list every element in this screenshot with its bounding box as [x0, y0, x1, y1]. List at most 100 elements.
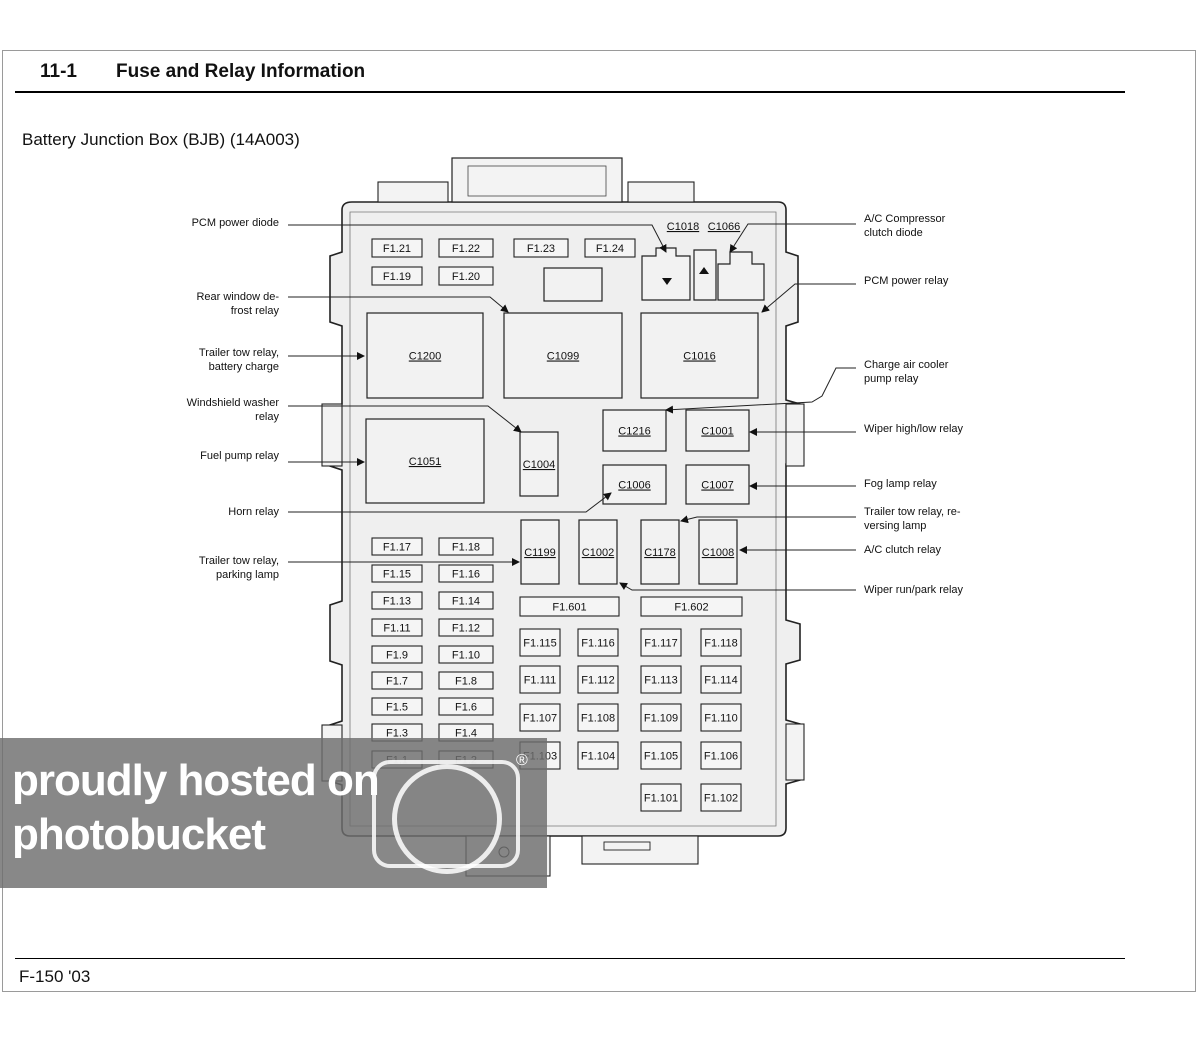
callout-label-left: battery charge	[209, 361, 279, 373]
footer-text: F-150 '03	[19, 967, 91, 986]
callout-label-left: PCM power diode	[192, 217, 279, 229]
bottom-mount-slot	[603, 841, 651, 851]
top-tab	[451, 157, 623, 203]
fuse-box	[438, 671, 494, 690]
callout-leader-right	[729, 223, 856, 253]
fuse-label: F1.11	[383, 623, 410, 635]
connector-label-c1002: C1002	[582, 547, 614, 559]
relay-c1216	[602, 409, 667, 452]
fuse-box	[519, 628, 561, 657]
fuse-label: F1.22	[452, 243, 480, 255]
fuse-box	[371, 645, 423, 664]
fuse-label: F1.12	[452, 623, 480, 635]
fuse-label: F1.602	[674, 602, 708, 614]
relay-c1099	[503, 312, 623, 399]
connector-label-c1200: C1200	[409, 351, 441, 363]
fuse-box	[577, 665, 619, 694]
fuse-box	[438, 697, 494, 716]
callout-label-right: A/C Compressor	[864, 213, 946, 225]
fuse-label: F1.101	[644, 793, 678, 805]
connector-label-c1199: C1199	[524, 547, 556, 559]
fuse-label: F1.10	[452, 650, 480, 662]
page-frame	[2, 50, 1196, 992]
fuse-label: F1.15	[383, 569, 411, 581]
relay-block-right	[717, 251, 765, 301]
relay-c1002	[578, 519, 618, 585]
fuse-label: F1.105	[644, 751, 678, 763]
fuse-label: F1.107	[523, 713, 557, 725]
fuse-label: F1.117	[644, 638, 677, 650]
watermark-line-2: photobucket	[12, 810, 266, 859]
callout-leader-left	[288, 296, 509, 313]
callout-label-left: Trailer tow relay,	[199, 555, 279, 567]
fuse-box	[577, 741, 619, 770]
section-number: 11-1	[40, 61, 77, 82]
callout-label-left: frost relay	[231, 305, 280, 317]
fuse-box	[519, 596, 620, 617]
relay-c1006	[602, 464, 667, 505]
callout-leader-right	[619, 582, 856, 591]
relay-c1178	[640, 519, 680, 585]
fuse-label: F1.113	[644, 675, 677, 687]
fuse-box	[577, 703, 619, 732]
fuse-box	[371, 671, 423, 690]
connector-label-c1216: C1216	[618, 426, 650, 438]
fuse-box	[640, 665, 682, 694]
callout-leader-left	[288, 224, 667, 253]
fuse-label: F1.7	[386, 676, 408, 688]
connector-label-c1001: C1001	[701, 426, 733, 438]
connector-label-c1007: C1007	[701, 480, 733, 492]
relay-c1016	[640, 312, 759, 399]
diode-symbol-2	[699, 267, 709, 274]
fuse-label: F1.4	[455, 728, 477, 740]
callout-label-left: Fuel pump relay	[200, 450, 279, 462]
fuse-box	[700, 628, 742, 657]
fuse-box	[371, 564, 423, 583]
callout-leader-right	[761, 283, 856, 313]
fuse-label: F1.111	[524, 675, 557, 687]
relay-c1051	[365, 418, 485, 504]
top-latch-right	[627, 181, 695, 203]
fuse-box	[640, 628, 682, 657]
fuse-label: F1.114	[704, 675, 737, 687]
fuse-label: F1.104	[581, 751, 615, 763]
callout-label-right: Wiper high/low relay	[864, 423, 964, 435]
fuse-label: F1.102	[704, 793, 738, 805]
relay-c1001	[685, 409, 750, 452]
fuse-box	[519, 703, 561, 732]
connector-label-c1018: C1018	[667, 221, 699, 233]
fuse-box	[640, 741, 682, 770]
fuse-box	[438, 537, 494, 556]
fuse-label: F1.16	[452, 569, 480, 581]
relay-c1200	[366, 312, 484, 399]
callout-label-left: Trailer tow relay,	[199, 347, 279, 359]
callout-label-left: parking lamp	[216, 569, 279, 581]
fuse-label: F1.116	[581, 638, 614, 650]
connector-label-c1016: C1016	[683, 351, 715, 363]
fuse-label: F1.106	[704, 751, 738, 763]
fuse-box	[640, 596, 743, 617]
diode-block-left	[641, 247, 691, 301]
callout-leader-right	[680, 515, 856, 524]
fuse-label: F1.18	[452, 542, 480, 554]
fuse-label: F1.108	[581, 713, 615, 725]
fuse-box	[371, 591, 423, 610]
fuse-box	[700, 741, 742, 770]
fuse-label: F1.13	[383, 596, 411, 608]
callout-label-left: Windshield washer	[187, 397, 280, 409]
callout-label-right: PCM power relay	[864, 275, 949, 287]
watermark-registered: ®	[516, 752, 528, 769]
fuse-box	[371, 618, 423, 637]
fuse-label: F1.8	[455, 676, 477, 688]
fuse-box	[438, 618, 494, 637]
fuse-box	[371, 266, 423, 286]
callout-leader-left	[288, 405, 522, 433]
fuse-box	[438, 645, 494, 664]
fuse-label: F1.21	[383, 243, 411, 255]
callout-label-right: clutch diode	[864, 227, 923, 239]
camera-lens-icon	[392, 764, 502, 874]
fuse-box	[640, 703, 682, 732]
side-latch-right	[785, 403, 805, 467]
fuse-box	[513, 238, 569, 258]
fuse-label: F1.601	[552, 602, 586, 614]
